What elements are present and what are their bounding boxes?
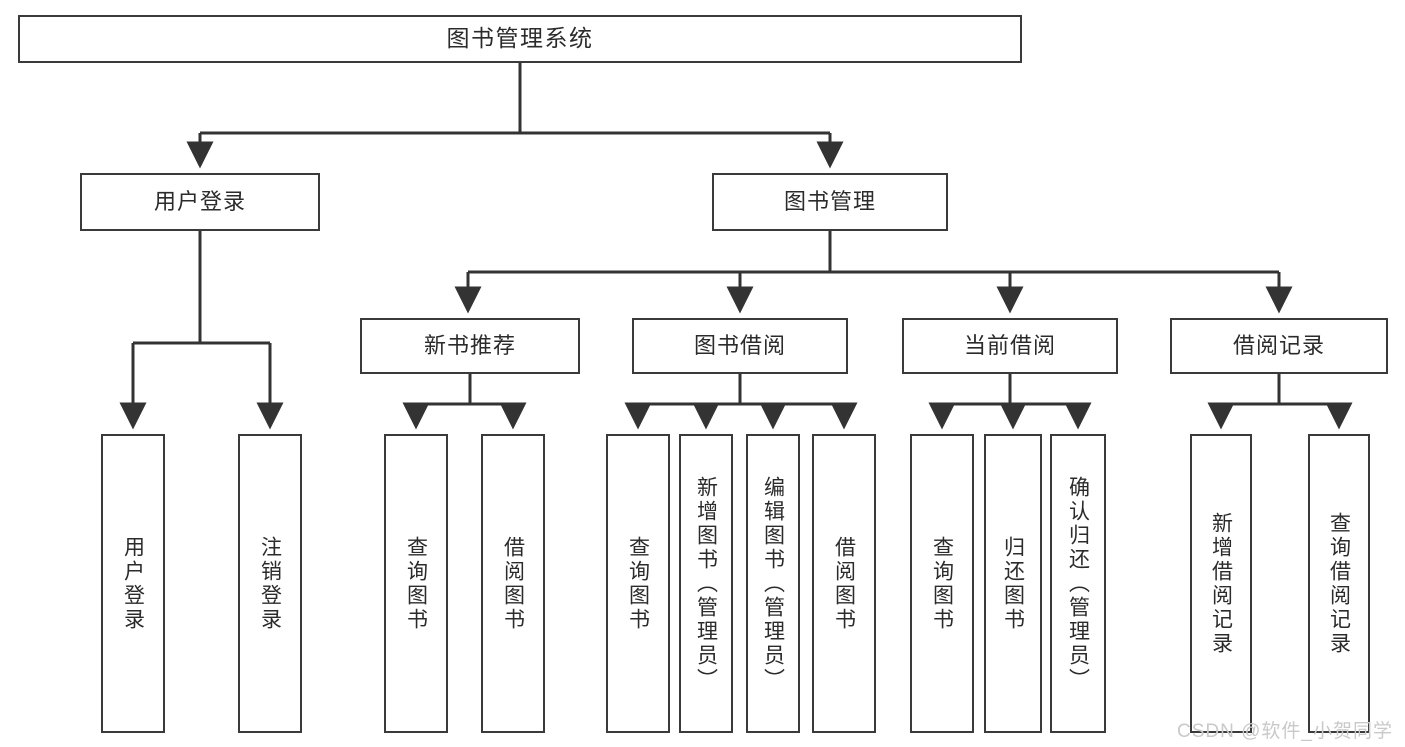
node-borrow-record[interactable]: 借阅记录 — [1170, 318, 1388, 374]
node-label: 查询借阅记录 — [1327, 511, 1351, 656]
edge-borrow-bus — [638, 374, 844, 406]
node-leaf-user-login[interactable]: 用户登录 — [101, 434, 165, 733]
node-book-manage[interactable]: 图书管理 — [712, 173, 948, 231]
edge-userlogin-bus — [133, 231, 270, 345]
node-user-login[interactable]: 用户登录 — [80, 173, 320, 231]
node-leaf-add-book-admin[interactable]: 新增图书（管理员） — [679, 434, 733, 733]
node-label: 注销登录 — [258, 535, 282, 632]
node-label: 查询图书 — [930, 535, 954, 632]
node-current-borrow[interactable]: 当前借阅 — [902, 318, 1118, 374]
node-leaf-query-book-rec[interactable]: 查询图书 — [384, 434, 448, 733]
node-leaf-user-logout[interactable]: 注销登录 — [238, 434, 302, 733]
node-label: 借阅图书 — [501, 535, 525, 632]
node-label: 用户登录 — [153, 188, 246, 214]
node-leaf-return-book[interactable]: 归还图书 — [984, 434, 1042, 733]
node-label: 归还图书 — [1001, 535, 1025, 632]
node-leaf-add-borrow-rec[interactable]: 新增借阅记录 — [1190, 434, 1252, 733]
watermark-text: CSDN @软件_小贺同学 — [1177, 721, 1393, 742]
node-label: 新增借阅记录 — [1209, 511, 1233, 656]
node-new-book-rec[interactable]: 新书推荐 — [360, 318, 580, 374]
edge-newbook-bus — [416, 374, 513, 406]
node-label: 确认归还（管理员） — [1066, 475, 1090, 692]
node-label: 当前借阅 — [963, 332, 1056, 358]
node-leaf-borrow-book[interactable]: 借阅图书 — [812, 434, 876, 733]
node-label: 借阅记录 — [1232, 332, 1325, 358]
edge-record-bus — [1221, 374, 1339, 406]
node-leaf-query-book-cur[interactable]: 查询图书 — [910, 434, 974, 733]
edge-current-bus — [942, 374, 1078, 406]
node-label: 用户登录 — [121, 535, 145, 632]
node-label: 编辑图书（管理员） — [761, 475, 785, 692]
node-label: 图书管理系统 — [446, 25, 594, 52]
edge-root-bus — [200, 63, 830, 135]
node-leaf-edit-book-admin[interactable]: 编辑图书（管理员） — [746, 434, 800, 733]
node-label: 查询图书 — [626, 535, 650, 632]
node-leaf-confirm-return[interactable]: 确认归还（管理员） — [1050, 434, 1106, 733]
node-label: 图书借阅 — [693, 332, 786, 358]
node-book-borrow[interactable]: 图书借阅 — [632, 318, 848, 374]
node-label: 新增图书（管理员） — [694, 475, 718, 692]
edge-bookmanage-bus — [468, 231, 1279, 274]
node-leaf-query-book[interactable]: 查询图书 — [606, 434, 670, 733]
node-label: 借阅图书 — [832, 535, 856, 632]
node-root-system[interactable]: 图书管理系统 — [18, 15, 1022, 63]
node-label: 新书推荐 — [423, 332, 516, 358]
node-leaf-query-borrow-rec[interactable]: 查询借阅记录 — [1308, 434, 1370, 733]
node-label: 查询图书 — [404, 535, 428, 632]
node-label: 图书管理 — [783, 188, 876, 214]
node-leaf-borrow-book-rec[interactable]: 借阅图书 — [481, 434, 545, 733]
